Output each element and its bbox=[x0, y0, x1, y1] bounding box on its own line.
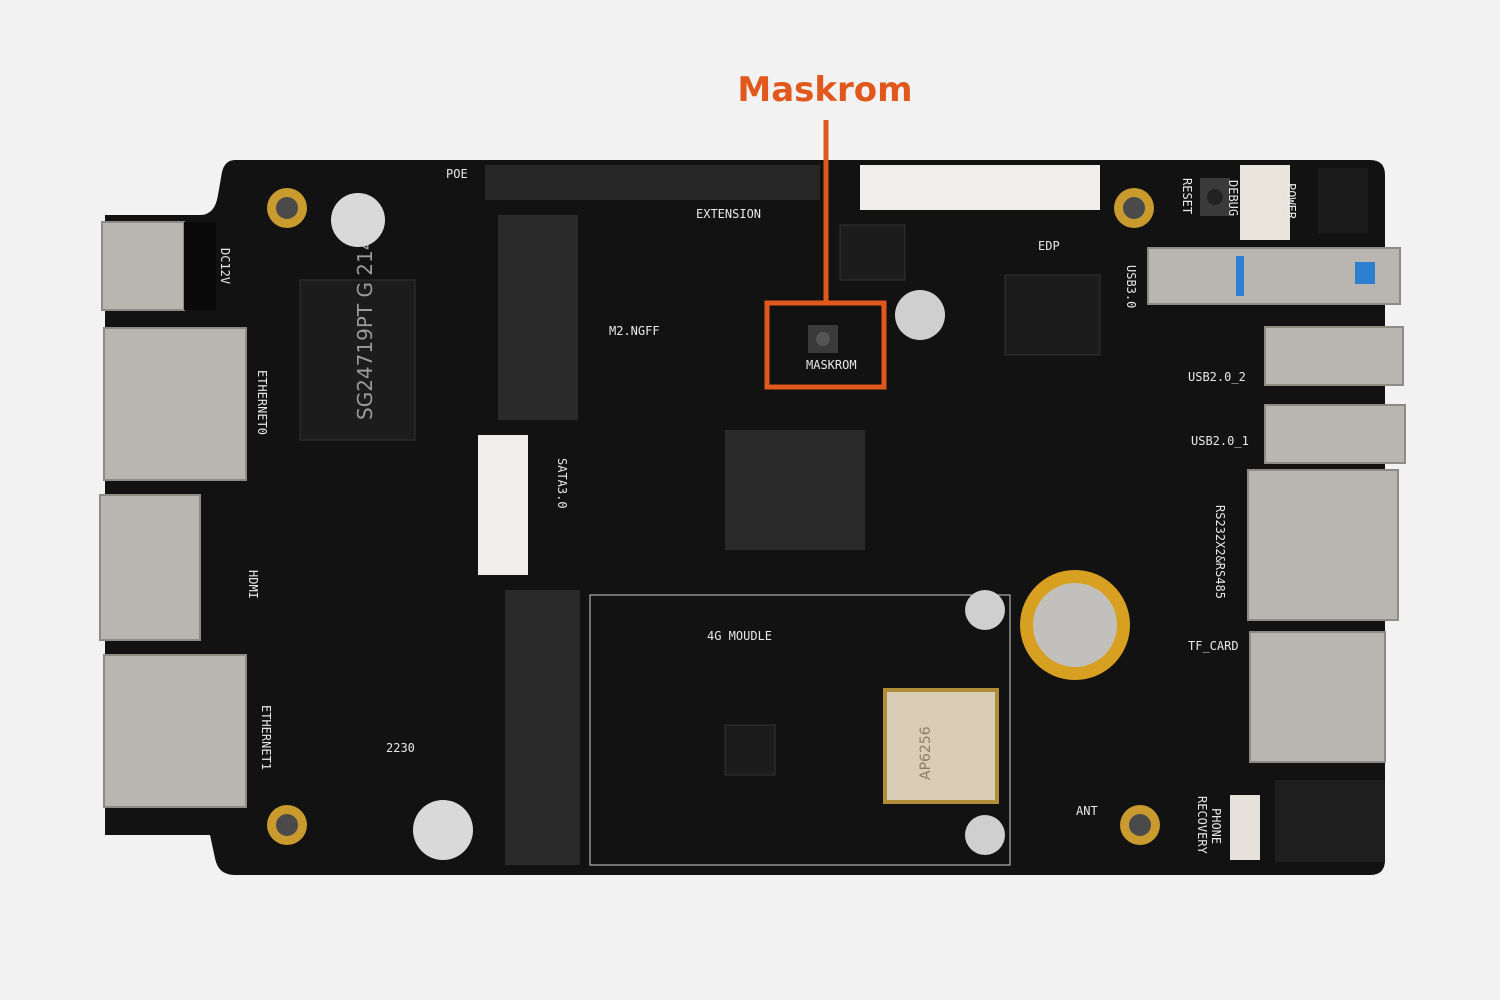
label-recovery: RECOVERY bbox=[1195, 796, 1209, 855]
label-usb2-1: USB2.0_1 bbox=[1191, 434, 1249, 448]
m2-slot bbox=[498, 215, 578, 420]
label-ant: ANT bbox=[1076, 804, 1098, 818]
label-ethernet1: ETHERNET1 bbox=[259, 705, 273, 770]
label-usb2-2: USB2.0_2 bbox=[1188, 370, 1246, 384]
ethernet0-port bbox=[103, 327, 247, 481]
mpcie-slot bbox=[505, 590, 580, 865]
label-rs232-rs485: RS232X2&RS485 bbox=[1213, 505, 1227, 599]
chip-marking: AP6256 bbox=[918, 726, 934, 780]
label-m2-ngff: M2.NGFF bbox=[609, 324, 660, 338]
soc-area bbox=[725, 430, 865, 550]
sata-connector bbox=[478, 435, 528, 575]
label-maskrom: MASKROM bbox=[806, 358, 857, 372]
label-4g-module: 4G MOUDLE bbox=[707, 629, 772, 643]
label-extension: EXTENSION bbox=[696, 207, 761, 221]
dc-jack bbox=[101, 221, 185, 311]
power-switch bbox=[1318, 168, 1368, 233]
label-reset: RESET bbox=[1180, 178, 1194, 214]
wifi-module bbox=[883, 688, 999, 804]
label-2230: 2230 bbox=[386, 741, 415, 755]
tf-card-slot bbox=[1249, 631, 1386, 763]
chip-marking: SG24719PT G 2145 bbox=[353, 225, 377, 420]
capacitor bbox=[413, 800, 473, 860]
label-ethernet0: ETHERNET0 bbox=[255, 370, 269, 435]
label-power: POWER bbox=[1284, 183, 1298, 220]
debug-connector bbox=[1240, 165, 1290, 240]
label-sata: SATA3.0 bbox=[555, 458, 569, 509]
annotation-highlight-box bbox=[764, 300, 887, 390]
extension-header bbox=[485, 165, 820, 200]
label-phone: PHONE bbox=[1209, 808, 1223, 844]
label-usb3: USB3.0 bbox=[1124, 265, 1138, 308]
label-tf-card: TF_CARD bbox=[1188, 639, 1239, 653]
rs485-port bbox=[1247, 469, 1399, 621]
ethernet-chip bbox=[299, 279, 416, 441]
edp-connector bbox=[860, 165, 1100, 210]
hdmi-port bbox=[99, 494, 201, 641]
edp-chip bbox=[1004, 274, 1101, 356]
audio-jack bbox=[1275, 780, 1385, 862]
label-dc12v: DC12V bbox=[218, 248, 232, 284]
ethernet1-port bbox=[103, 654, 247, 808]
usb2-2-port bbox=[1264, 326, 1404, 386]
label-debug: DEBUG bbox=[1226, 180, 1240, 216]
usb2-1-port bbox=[1264, 404, 1406, 464]
label-poe: POE bbox=[446, 167, 468, 181]
capacitor bbox=[331, 193, 385, 247]
annotation-label: Maskrom bbox=[737, 70, 912, 110]
label-edp: EDP bbox=[1038, 239, 1060, 253]
label-hdmi: HDMI bbox=[246, 570, 260, 599]
